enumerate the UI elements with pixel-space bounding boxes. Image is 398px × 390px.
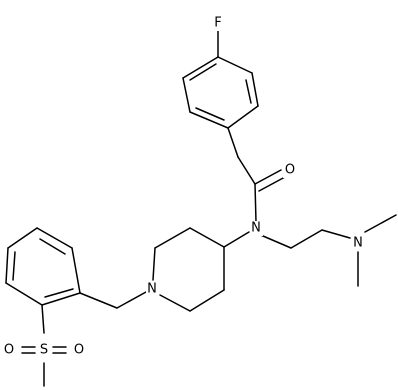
- atom-label-s: S: [40, 343, 48, 358]
- bond: [189, 63, 217, 81]
- atom-piperidine-nitrogen: N: [146, 282, 159, 297]
- bond: [189, 227, 225, 248]
- atom-amide-nitrogen: N: [250, 221, 263, 236]
- bond: [159, 294, 191, 312]
- bond: [182, 56, 219, 79]
- bond: [116, 291, 147, 309]
- atom-label-n: N: [251, 221, 261, 236]
- atom-label-n: N: [147, 282, 157, 297]
- bond: [217, 56, 253, 74]
- bond: [254, 183, 257, 223]
- bond: [182, 77, 191, 113]
- bond: [237, 156, 256, 185]
- bond: [258, 176, 286, 192]
- bond: [189, 289, 225, 312]
- atom-label-o: O: [4, 343, 14, 358]
- bond: [364, 214, 397, 233]
- atom-sulfur: S: [38, 342, 51, 358]
- bond: [44, 288, 74, 298]
- bond: [254, 169, 282, 185]
- bond: [245, 79, 252, 104]
- bond: [41, 292, 81, 306]
- bond: [321, 229, 351, 239]
- bond: [251, 72, 259, 107]
- bond: [41, 304, 45, 334]
- bond: [36, 227, 73, 249]
- bond: [5, 282, 43, 306]
- bond: [290, 229, 323, 249]
- bond: [227, 127, 239, 158]
- bond: [195, 107, 225, 121]
- atom-sulfonyl-oxygen-right: O: [72, 342, 86, 358]
- methylsulfonylphenyl-ring: [5, 227, 81, 306]
- atom-label-o: O: [74, 343, 84, 358]
- atom-dimethylamino-nitrogen: N: [352, 236, 365, 251]
- bond: [79, 292, 118, 309]
- bond: [189, 111, 229, 129]
- bond: [7, 227, 38, 249]
- bond: [12, 251, 16, 281]
- atom-label-f: F: [214, 16, 221, 31]
- atom-carbonyl-oxygen: O: [283, 163, 296, 178]
- atom-sulfonyl-oxygen-left: O: [2, 342, 16, 358]
- fluorophenyl-ring: [182, 56, 259, 129]
- bond: [71, 247, 81, 294]
- bond: [39, 238, 66, 255]
- bond: [5, 247, 9, 284]
- atom-label-n: N: [353, 236, 363, 251]
- bond: [223, 231, 250, 248]
- piperidine-ring: [152, 227, 225, 312]
- bond: [227, 105, 259, 129]
- atom-label-o: O: [285, 163, 295, 178]
- bond: [154, 227, 191, 249]
- atom-fluorine: F: [212, 16, 224, 31]
- bond: [152, 247, 156, 281]
